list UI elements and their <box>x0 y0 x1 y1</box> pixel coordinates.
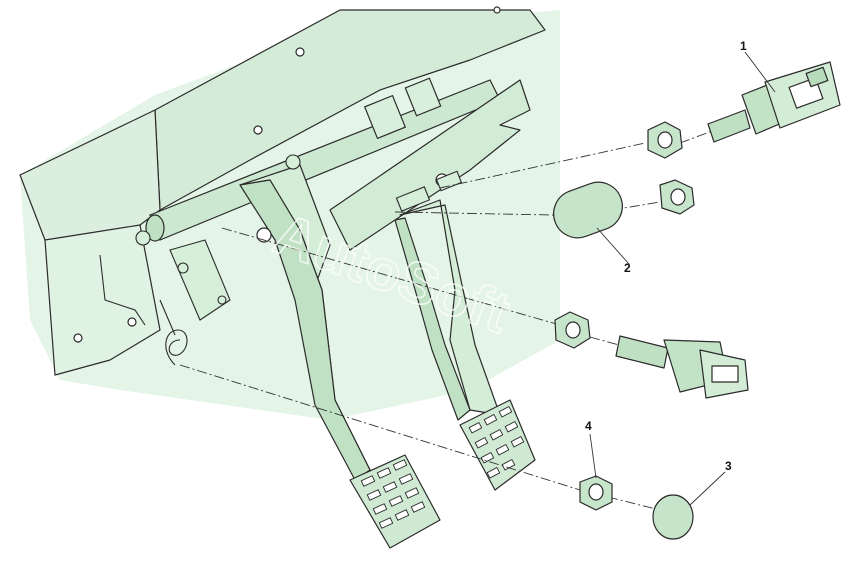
part-3-plug <box>652 494 694 540</box>
callout-1: 1 <box>740 39 747 53</box>
part-4-nut <box>579 475 613 511</box>
assembly-leader-lines <box>179 129 716 511</box>
part-2-sleeve <box>553 179 695 239</box>
callout-4: 4 <box>585 419 592 433</box>
callout-3: 3 <box>725 459 732 473</box>
linkage-and-spring <box>99 154 463 366</box>
lower-switch <box>554 311 749 399</box>
callout-leaders <box>589 51 776 506</box>
brake-pedal <box>394 199 536 491</box>
callout-2: 2 <box>624 261 631 275</box>
clutch-pedal <box>239 164 441 549</box>
part-1-switch-upper <box>647 61 841 159</box>
